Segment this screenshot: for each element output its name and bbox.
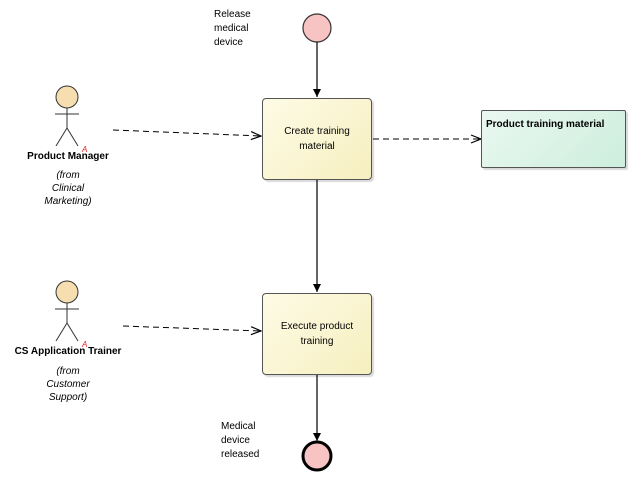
- end-event-label-line: device: [221, 435, 250, 446]
- actor-name-product-manager: Product Manager: [27, 151, 109, 162]
- association-trainer-to-execute[interactable]: [122, 325, 263, 336]
- actor-from-product-manager: (from Clinical Marketing): [26, 169, 110, 208]
- activity-execute-product-training[interactable]: Execute product training: [262, 293, 372, 375]
- activity-create-training-material[interactable]: Create training material: [262, 98, 372, 180]
- start-event-label-line: medical: [214, 23, 249, 34]
- actor-product-manager[interactable]: A: [55, 85, 87, 154]
- actor-from-line: (from: [56, 170, 80, 181]
- artifact-label: Product training material: [486, 119, 605, 130]
- activity-label-line: material: [299, 141, 335, 152]
- end-event[interactable]: [301, 440, 333, 472]
- start-event-label-line: Release: [214, 9, 251, 20]
- end-event-label: Medical device released: [221, 420, 259, 462]
- actor-from-cs-application-trainer: (from Customer Support): [26, 365, 110, 404]
- actor-from-line: Customer: [46, 379, 90, 390]
- activity-label-line: Execute product: [280, 321, 354, 332]
- start-event-label: Release medical device: [214, 8, 251, 50]
- activity-label-line: Create training: [284, 126, 350, 137]
- actor-from-line: (from: [56, 366, 80, 377]
- actor-marker-icon: A: [81, 340, 87, 349]
- actor-name-cs-application-trainer: CS Application Trainer: [14, 346, 122, 357]
- end-event-label-line: Medical: [221, 421, 256, 432]
- actor-from-line: Clinical: [51, 183, 85, 194]
- start-event[interactable]: [302, 13, 332, 43]
- association-pm-to-create[interactable]: [112, 129, 263, 141]
- end-event-label-line: released: [221, 449, 260, 460]
- start-event-label-line: device: [214, 37, 243, 48]
- actor-marker-icon: A: [81, 145, 87, 154]
- artifact-product-training-material[interactable]: Product training material: [481, 110, 626, 168]
- actor-from-line: Marketing): [44, 196, 92, 207]
- actor-from-line: Support): [48, 392, 88, 403]
- activity-label-line: training: [300, 336, 334, 347]
- actor-cs-application-trainer[interactable]: A: [55, 280, 87, 349]
